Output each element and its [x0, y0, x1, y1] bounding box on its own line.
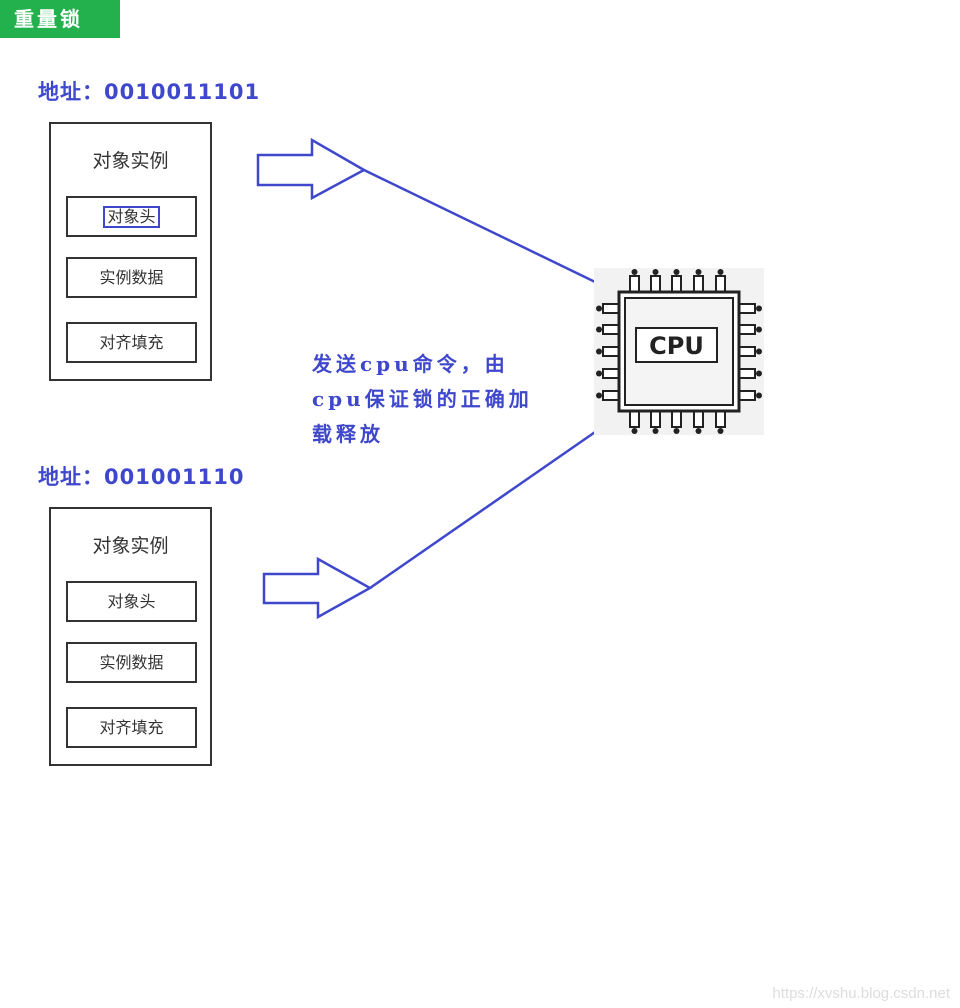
object-instance-title: 对象实例 — [92, 150, 169, 172]
block-arrow-1 — [256, 137, 367, 201]
object-instance-1: 对象实例 对象头 实例数据 对齐填充 — [49, 122, 212, 381]
object-header-field: 对象头 — [66, 581, 197, 622]
object-instance-2: 对象实例 对象头 实例数据 对齐填充 — [49, 507, 212, 766]
connector-line-1 — [363, 168, 623, 297]
page-title: 重量锁 — [0, 0, 120, 38]
instance-data-field: 实例数据 — [66, 257, 197, 298]
block-arrow-2 — [262, 556, 373, 620]
address-label-2: 地址：001001110 — [38, 465, 245, 489]
cpu-label: CPU — [649, 332, 704, 360]
watermark: https://xvshu.blog.csdn.net — [772, 985, 950, 1002]
instance-data-field: 实例数据 — [66, 642, 197, 683]
padding-field: 对齐填充 — [66, 322, 197, 363]
cpu-chip-icon: CPU — [594, 268, 764, 435]
object-header-label-highlighted: 对象头 — [103, 206, 160, 228]
padding-field: 对齐填充 — [66, 707, 197, 748]
object-instance-title: 对象实例 — [92, 535, 169, 557]
cpu-command-note: 发送cpu命令，由cpu保证锁的正确加载释放 — [312, 352, 533, 446]
connector-line-2 — [369, 410, 625, 590]
address-label-1: 地址：0010011101 — [38, 80, 261, 104]
object-header-field: 对象头 — [66, 196, 197, 237]
